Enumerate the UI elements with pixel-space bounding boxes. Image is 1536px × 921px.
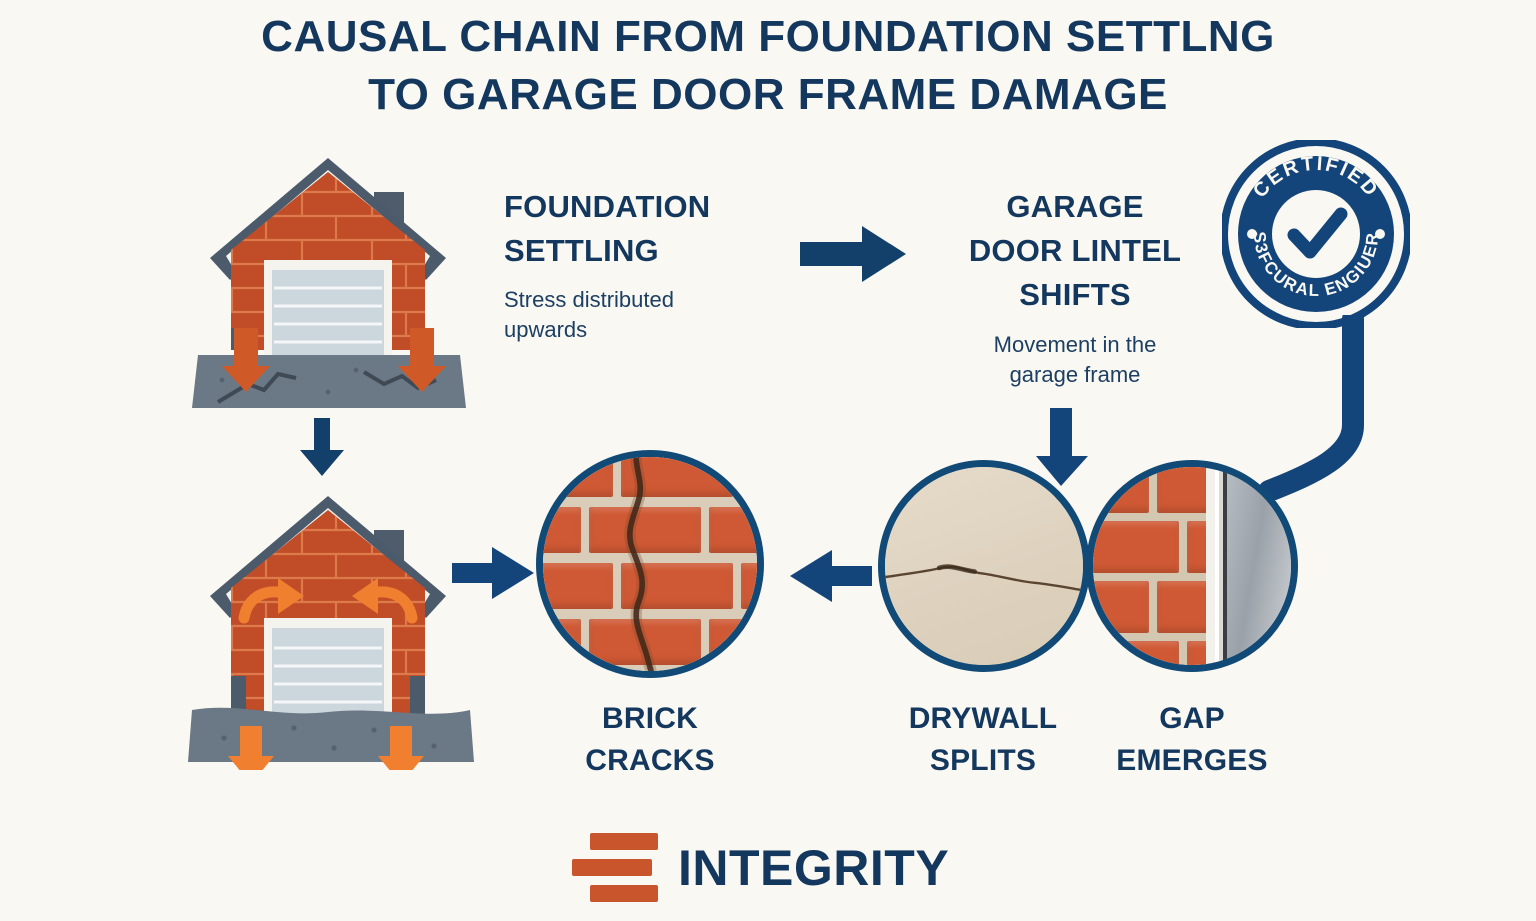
step-heading-line-2: DOOR LINTEL — [968, 233, 1182, 269]
connector-badge-to-gap — [1255, 308, 1370, 502]
arrow-down-icon — [1036, 408, 1088, 486]
certified-structural-engineer-badge: CERTIFIED S3FCURAL ENGIUER — [1220, 138, 1412, 330]
brick-garage-house-icon — [192, 158, 466, 408]
check-icon — [1287, 207, 1348, 259]
crack-line-icon — [885, 564, 1083, 592]
brick-texture — [543, 457, 757, 671]
foundation-down-arrows — [222, 328, 446, 392]
certified-badge-icon: CERTIFIED S3FCURAL ENGIUER — [1220, 138, 1412, 330]
step-foundation-settling-heading: FOUNDATION SETTLING — [504, 185, 804, 273]
page-title-line-1: CAUSAL CHAIN FROM FOUNDATION SETTLNG — [261, 12, 1275, 61]
connector-lintel-to-drywall — [1034, 408, 1104, 490]
connector-drywall-to-brick-cracks — [786, 548, 872, 604]
brick-garage-house-icon — [188, 496, 474, 784]
step-sub-line-1: Stress distributed — [504, 287, 674, 312]
elbow-connector-icon — [1258, 308, 1364, 502]
house-shifting-illustration — [178, 470, 478, 784]
gap-emerges-label: GAP EMERGES — [1042, 698, 1342, 782]
page-title-line-2: TO GARAGE DOOR FRAME DAMAGE — [368, 70, 1168, 120]
stacked-bars-icon — [572, 833, 658, 902]
brand-wordmark: INTEGRITY — [678, 839, 950, 896]
drywall-splits-label: DRYWALL SPLITS — [838, 698, 1128, 782]
arrow-right-icon — [800, 226, 906, 282]
connector-house2-to-brick-cracks — [452, 545, 538, 601]
step-garage-door-lintel-heading: GARAGE DOOR LINTEL SHIFTS — [930, 185, 1220, 317]
connector-foundation-to-lintel — [800, 222, 910, 286]
drywall-splits-photo — [878, 460, 1090, 672]
step-garage-door-lintel-subtext: Movement in the garage frame — [930, 330, 1220, 389]
node-label-line-2: CRACKS — [585, 744, 715, 777]
footer-logo: INTEGRITY — [572, 833, 949, 902]
step-sub-line-2: garage frame — [1009, 361, 1141, 387]
step-heading-line-1: FOUNDATION — [504, 189, 711, 224]
house-settling-illustration — [178, 140, 478, 415]
brick-cracks-label: BRICK CRACKS — [500, 698, 800, 782]
arrow-right-icon — [452, 547, 534, 599]
node-label-line-1: DRYWALL — [908, 702, 1058, 735]
connector-house1-to-house2 — [294, 418, 350, 480]
step-sub-line-2: upwards — [504, 316, 588, 342]
arrow-left-icon — [790, 550, 872, 602]
arrow-down-icon — [300, 418, 344, 476]
ground-down-arrows — [228, 726, 424, 784]
node-label-line-2: SPLITS — [929, 744, 1037, 777]
step-foundation-settling-subtext: Stress distributed upwards — [504, 285, 794, 344]
page-title: CAUSAL CHAIN FROM FOUNDATION SETTLNG TO … — [0, 8, 1536, 124]
step-heading-line-2: SETTLING — [504, 233, 659, 269]
crack-line-icon — [624, 457, 658, 671]
node-label-line-2: EMERGES — [1116, 744, 1268, 777]
gap-emerges-photo — [1086, 460, 1298, 672]
step-sub-line-1: Movement in the — [993, 332, 1157, 357]
step-heading-line-3: SHIFTS — [1019, 277, 1131, 313]
step-heading-line-1: GARAGE — [1006, 189, 1144, 224]
gap-texture — [1093, 467, 1291, 665]
node-label-line-1: GAP — [1159, 702, 1225, 735]
node-label-line-1: BRICK — [602, 702, 698, 735]
drywall-texture — [885, 467, 1083, 665]
brick-cracks-photo — [536, 450, 764, 678]
